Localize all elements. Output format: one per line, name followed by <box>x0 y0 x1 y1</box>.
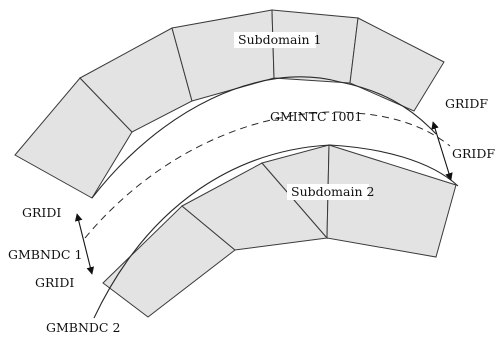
gmintc-label: GMINTC 1001 <box>270 109 362 124</box>
gridi-bottom-label: GRIDI <box>35 275 74 290</box>
gridf-top-label: GRIDF <box>445 96 488 111</box>
gmbndc-1-label: GMBNDC 1 <box>8 247 82 262</box>
subdomain-1-label: Subdomain 1 <box>238 32 321 47</box>
subdomain-1-inner-boundary-curve <box>91 76 437 199</box>
subdomain-2-label-bg <box>287 184 369 200</box>
gmbndc-2-label: GMBNDC 2 <box>46 320 120 335</box>
subdomain-1-cell-5 <box>349 17 445 112</box>
gridf-arrow <box>431 121 453 181</box>
gridi-top-label: GRIDI <box>22 205 61 220</box>
subdomain-1-label-bg <box>234 32 316 48</box>
subdomain-2-cell-4 <box>326 144 457 258</box>
subdomain-2-label: Subdomain 2 <box>291 184 374 199</box>
subdomain-2-outer-boundary-curve <box>93 144 459 319</box>
gmbndc-1-arrow <box>74 213 95 275</box>
gmintc-interface-curve <box>84 111 451 239</box>
gridf-mid-label: GRIDF <box>452 146 495 161</box>
subdomain-2-mesh <box>102 144 457 318</box>
